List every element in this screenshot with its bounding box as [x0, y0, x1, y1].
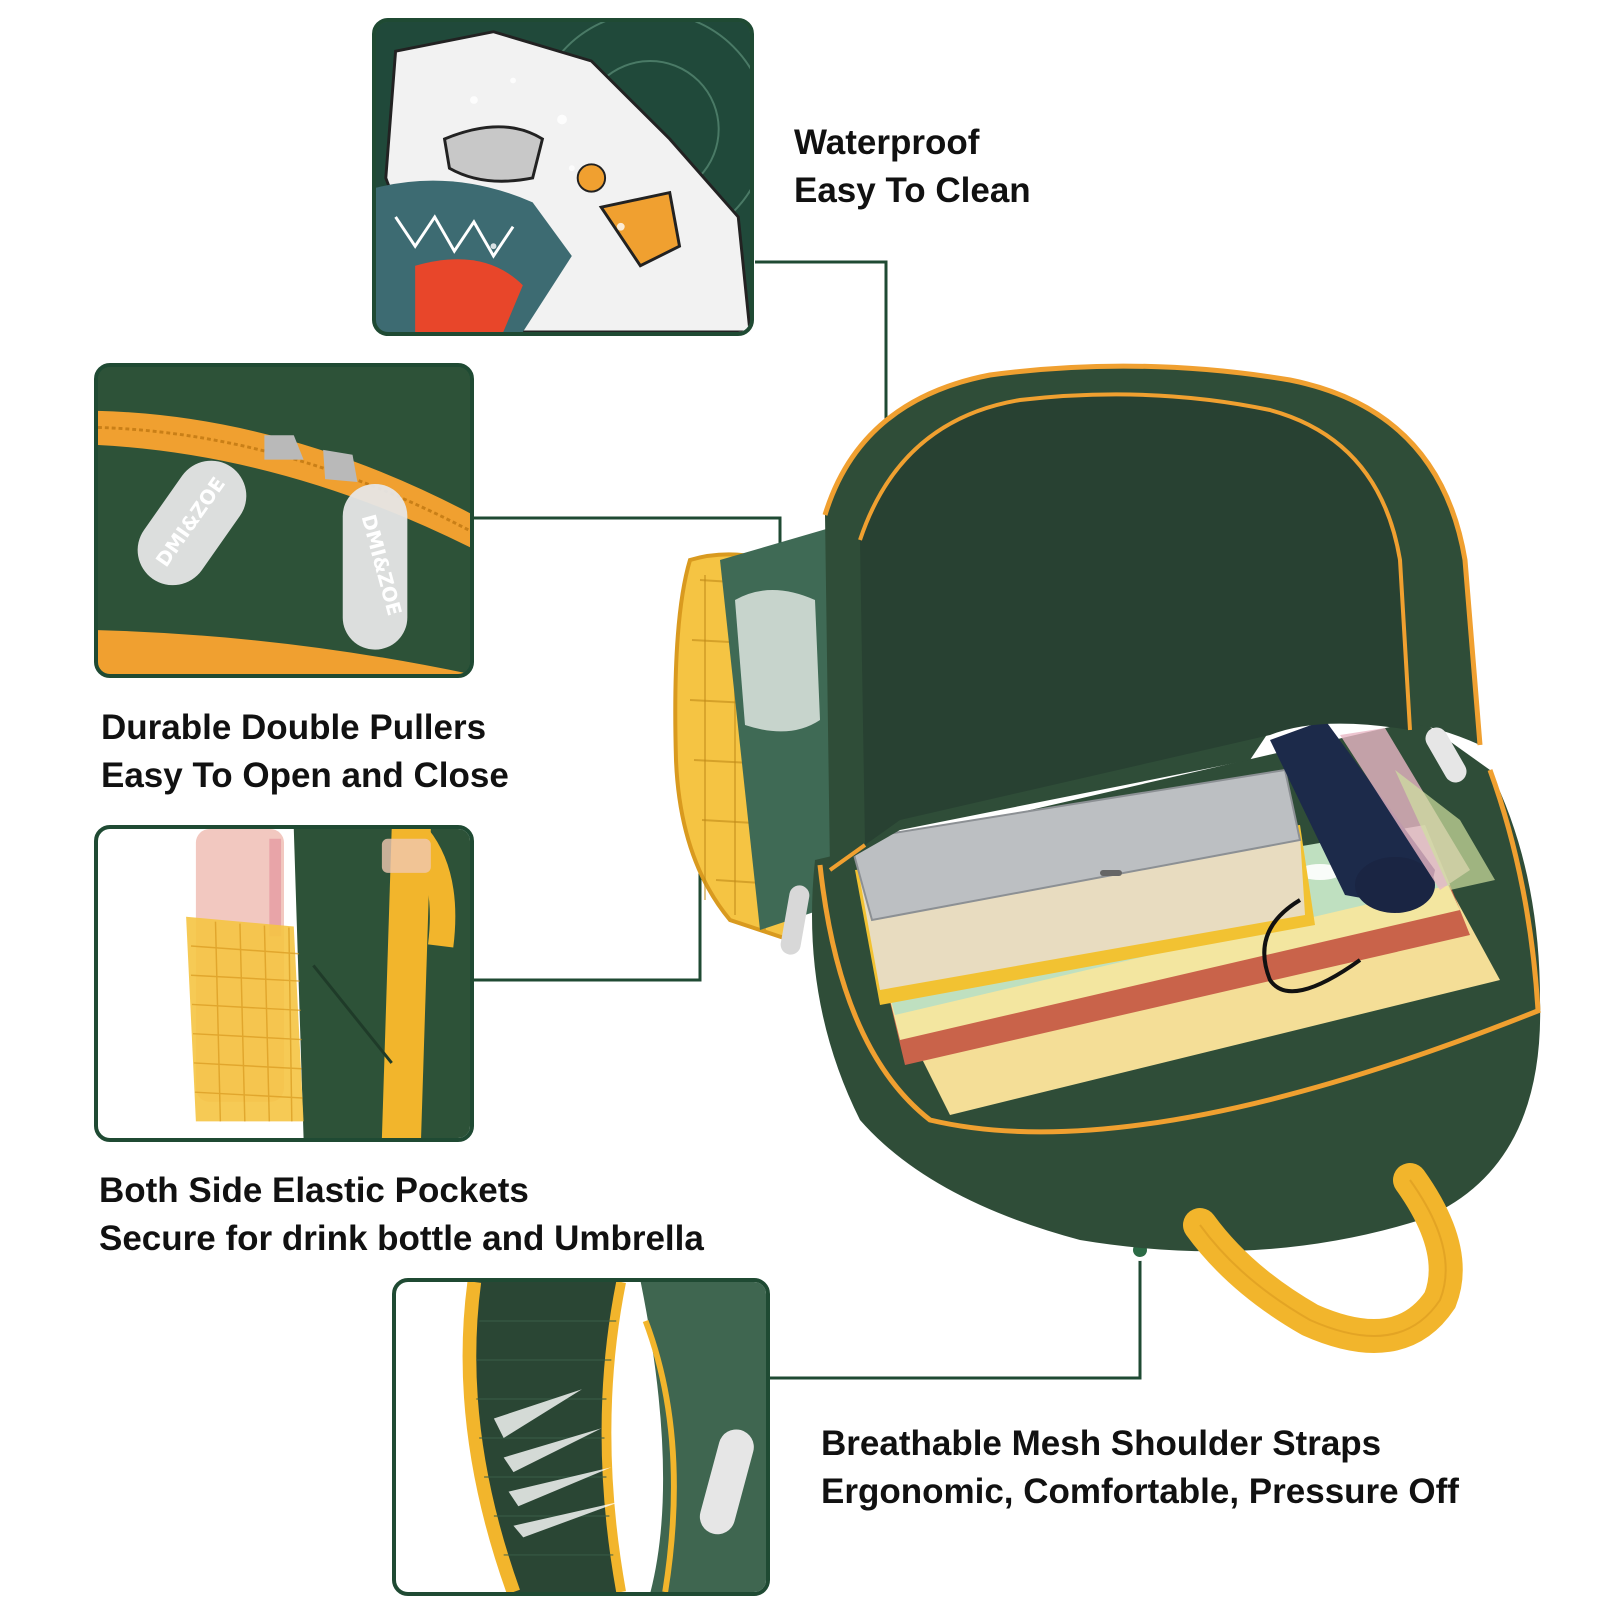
callout-pockets-subtitle: Secure for drink bottle and Umbrella — [99, 1219, 704, 1258]
callout-pullers: Durable Double Pullers Easy To Open and … — [101, 704, 509, 800]
callout-waterproof-subtitle: Easy To Clean — [794, 171, 1031, 210]
bag-zipper-pulls — [780, 727, 1467, 955]
callout-pockets: Both Side Elastic Pockets Secure for dri… — [99, 1167, 704, 1263]
callout-straps-title: Breathable Mesh Shoulder Straps — [821, 1424, 1382, 1463]
waterproof-detail-photo — [372, 18, 754, 336]
connector-pockets — [474, 832, 702, 982]
callout-pullers-title: Durable Double Pullers — [101, 708, 487, 747]
mesh-straps-detail-photo — [392, 1278, 770, 1596]
callout-pullers-subtitle: Easy To Open and Close — [101, 756, 509, 795]
flap-interior — [860, 394, 1410, 845]
bag-contents — [848, 720, 1500, 1115]
connector-straps — [770, 1250, 1142, 1380]
callout-straps-subtitle: Ergonomic, Comfortable, Pressure Off — [821, 1472, 1459, 1511]
callout-waterproof-title: Waterproof — [794, 123, 980, 162]
zipper-puller-right: DMI&ZOE — [342, 483, 408, 650]
bottom-zipper-trim — [817, 864, 1541, 1135]
double-pullers-detail-photo: DMI&ZOE DMI&ZOE — [94, 363, 474, 678]
callout-pockets-title: Both Side Elastic Pockets — [99, 1171, 529, 1210]
callout-waterproof: Waterproof Easy To Clean — [794, 119, 1031, 215]
side-pocket-detail-photo — [94, 825, 474, 1142]
callout-straps: Breathable Mesh Shoulder Straps Ergonomi… — [821, 1420, 1459, 1516]
